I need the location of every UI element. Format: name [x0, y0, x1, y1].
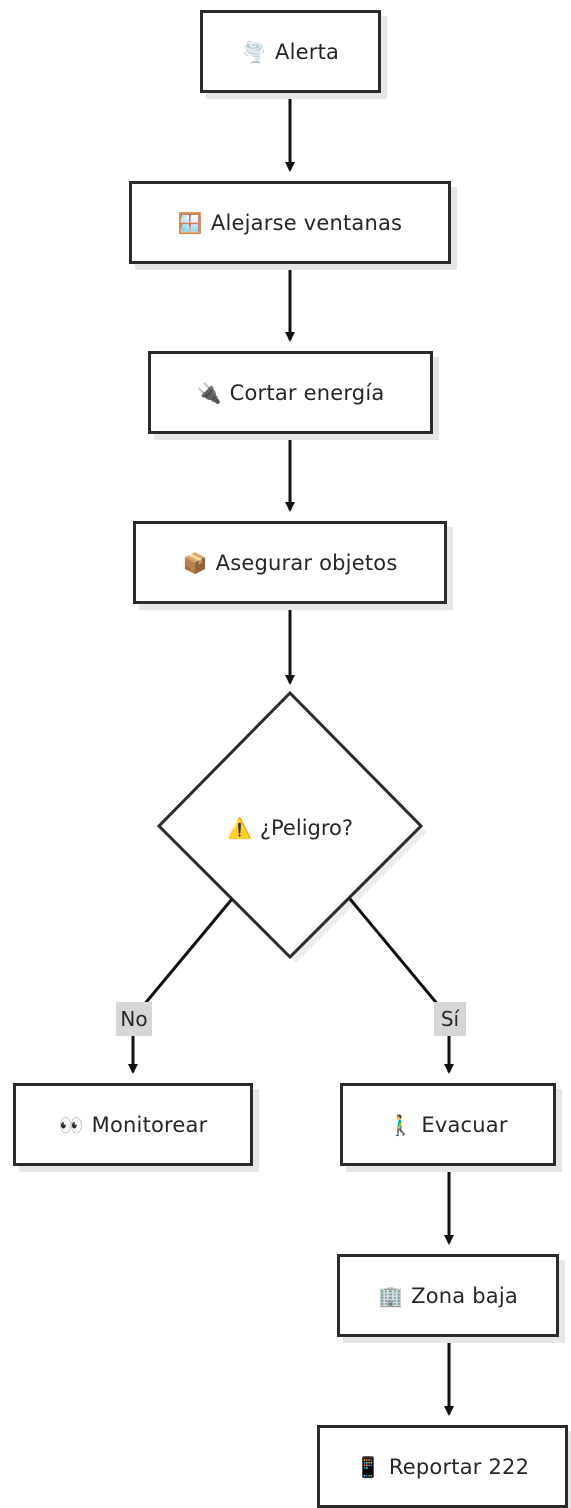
node-zona-baja-label: Zona baja	[411, 1283, 518, 1308]
node-alejarse-ventanas-label: Alejarse ventanas	[210, 210, 403, 235]
tornado-icon: 🌪️	[241, 39, 268, 64]
node-monitorear: 👀 Monitorear	[13, 1083, 253, 1166]
node-alerta: 🌪️ Alerta	[200, 10, 381, 93]
plug-icon: 🔌	[196, 380, 222, 405]
decision-peligro: ⚠️ ¿Peligro?	[190, 808, 390, 848]
window-icon: 🪟	[177, 210, 203, 235]
node-alejarse-ventanas: 🪟 Alejarse ventanas	[129, 181, 451, 264]
warning-icon: ⚠️	[226, 816, 252, 840]
decision-peligro-label: ¿Peligro?	[259, 816, 354, 840]
edge-peligro-to-evacuar	[348, 898, 454, 1074]
node-monitorear-label: Monitorear	[91, 1112, 208, 1137]
node-zona-baja: 🏢 Zona baja	[337, 1254, 559, 1337]
node-asegurar-objetos: 📦 Asegurar objetos	[133, 521, 447, 604]
node-cortar-energia: 🔌 Cortar energía	[148, 351, 433, 434]
node-evacuar: 🚶‍♂️ Evacuar	[340, 1083, 556, 1166]
edge-label-si: Sí	[434, 1002, 466, 1036]
node-evacuar-label: Evacuar	[421, 1112, 508, 1137]
package-icon: 📦	[182, 550, 208, 575]
node-alerta-label: Alerta	[275, 39, 340, 64]
building-icon: 🏢	[378, 1283, 404, 1308]
phone-icon: 📱	[355, 1454, 381, 1479]
edge-label-no: No	[116, 1002, 152, 1036]
decision-diamond	[156, 690, 424, 960]
edge-peligro-to-monitorear	[128, 898, 234, 1074]
node-reportar: 📱 Reportar 222	[317, 1425, 568, 1508]
node-reportar-label: Reportar 222	[388, 1454, 530, 1479]
node-asegurar-objetos-label: Asegurar objetos	[215, 550, 398, 575]
node-cortar-energia-label: Cortar energía	[229, 380, 385, 405]
eyes-icon: 👀	[58, 1112, 84, 1137]
walking-man-icon: 🚶‍♂️	[388, 1112, 414, 1137]
